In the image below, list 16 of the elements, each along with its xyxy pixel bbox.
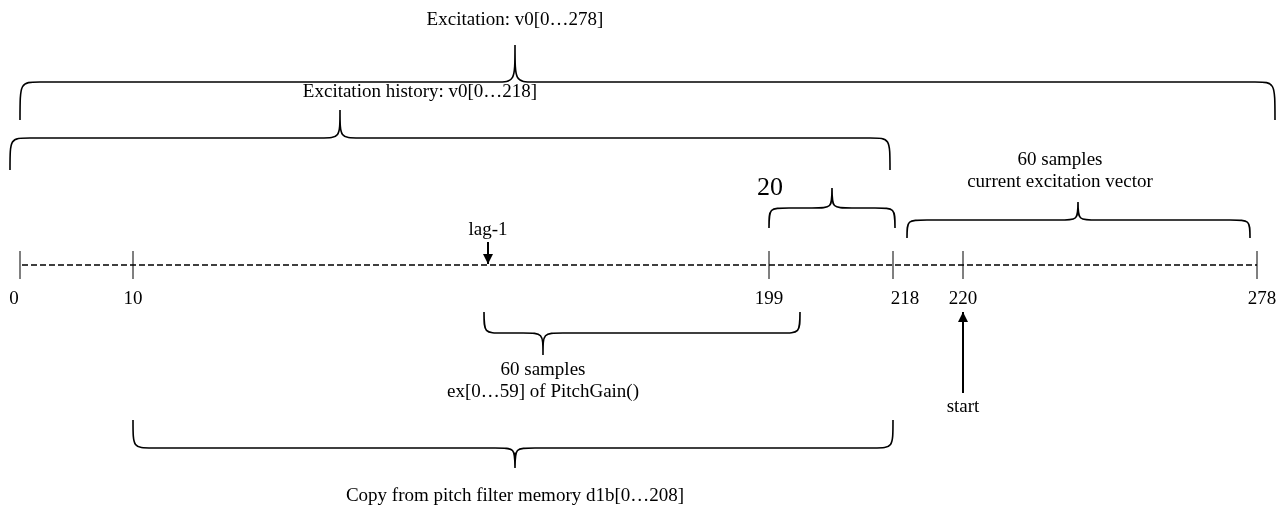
- bracket-label: 20: [757, 172, 783, 201]
- arrow: [483, 241, 493, 265]
- bracket-label: 60 samples current excitation vector: [967, 148, 1153, 192]
- bracket-label: Excitation: v0[0…278]: [426, 8, 604, 30]
- tick-label: 218: [890, 287, 920, 309]
- arrow-label: start: [946, 395, 980, 417]
- tick-label: 10: [123, 287, 143, 309]
- tick-label: 199: [754, 287, 784, 309]
- tick-label: 220: [948, 287, 978, 309]
- tick-label: 0: [9, 287, 19, 309]
- bracket-label: Excitation history: v0[0…218]: [302, 80, 538, 102]
- arrow: [958, 311, 968, 394]
- arrow-label: lag-1: [468, 218, 508, 240]
- tick-label: 278: [1247, 287, 1277, 309]
- bracket-label: Copy from pitch filter memory d1b[0…208]: [345, 484, 685, 506]
- bracket-label: 60 samples ex[0…59] of PitchGain(): [446, 358, 640, 402]
